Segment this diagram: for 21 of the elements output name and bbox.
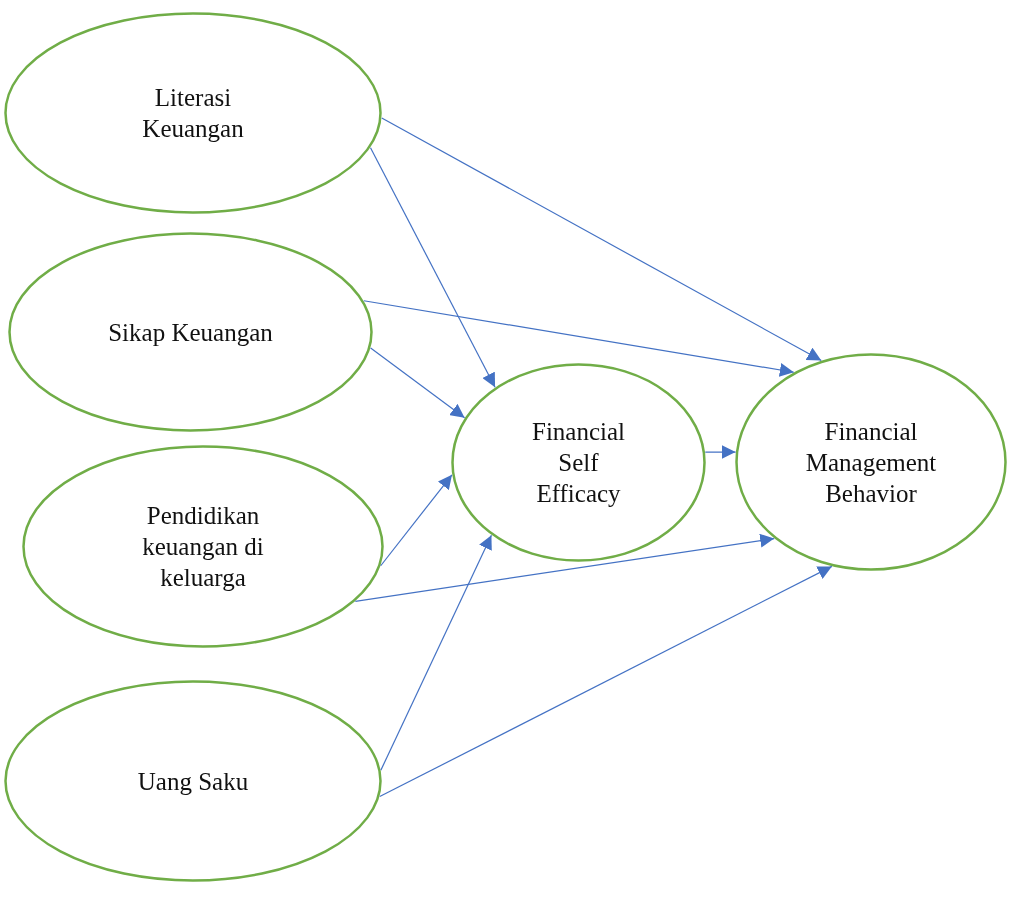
arrow	[381, 117, 822, 362]
ellipse-node	[8, 232, 373, 432]
node-label: Sikap Keuangan	[108, 317, 273, 348]
arrow	[380, 474, 453, 567]
arrow	[369, 147, 496, 388]
arrow	[354, 533, 775, 602]
node-label: Uang Saku	[137, 766, 249, 797]
node-label: Financial Self Efficacy	[531, 417, 626, 509]
ellipse-node	[735, 353, 1007, 571]
node-label: Financial Management Behavior	[804, 416, 938, 509]
arrow	[379, 565, 833, 798]
ellipse-node	[4, 12, 382, 214]
ellipse-node	[4, 680, 382, 882]
arrow	[380, 534, 492, 771]
node-label: Literasi Keuangan	[141, 83, 245, 144]
arrow	[704, 445, 737, 460]
ellipse-node	[451, 363, 706, 562]
ellipse-node	[22, 445, 384, 648]
node-label: Pendidikan keuangan di keluarga	[141, 501, 265, 593]
arrow	[363, 300, 795, 377]
arrow	[370, 347, 466, 419]
